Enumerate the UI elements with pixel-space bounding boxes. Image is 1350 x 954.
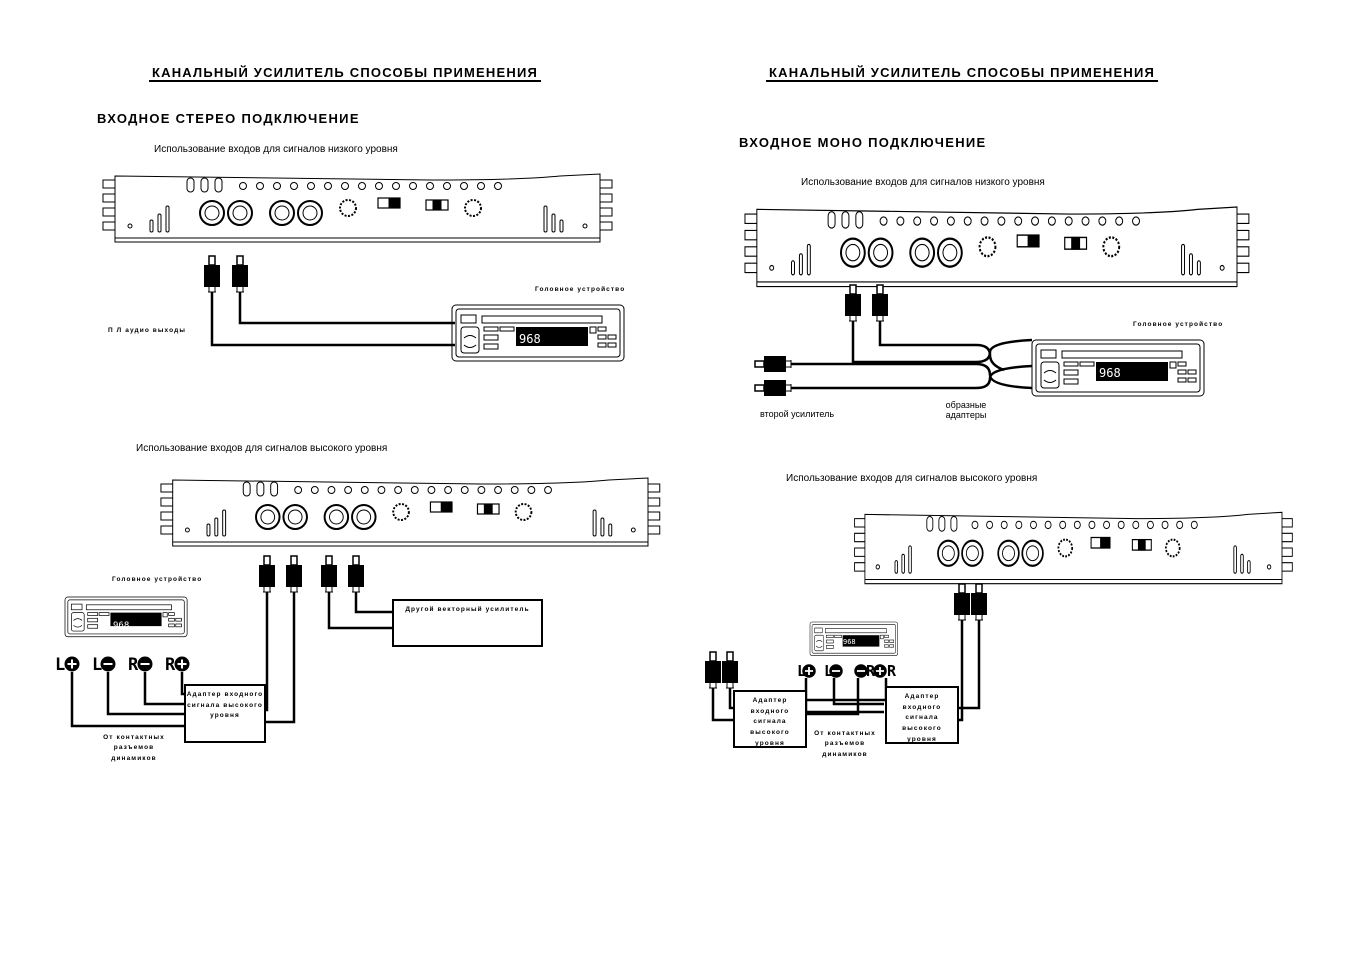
left-terminal-label-3: R [128,655,139,675]
left-section-title: ВХОДНОЕ СТЕРЕО ПОДКЛЮЧЕНИЕ [97,111,360,126]
right-low-display: 968 [1099,366,1121,380]
amplifier-right-high [853,511,1294,585]
right-speaker-source-label: От контактных разъемов динамиков [814,730,876,758]
left-speaker-source-label: От контактных разъемов динамиков [103,734,165,762]
right-terminal-label-4: R [887,662,897,680]
rca-plugs-left-high [258,555,365,593]
right-low-head-unit-label: Головное устройство [1133,321,1224,328]
rca-plugs-left-low [203,255,249,293]
y-adapter-label: образные адаптеры [945,400,987,421]
left-terminal-label-4: R [165,655,176,675]
left-low-display: 968 [519,332,541,346]
amplifier-right-low [743,205,1251,288]
rca-plugs-right-low [754,284,889,397]
left-page-header: КАНАЛЬНЫЙ УСИЛИТЕЛЬ СПОСОБЫ ПРИМЕНЕНИЯ [149,66,542,82]
cables-left-high [70,592,393,728]
left-adapter-box: Адаптер входного сигнала высокого уровня [184,684,266,743]
right-section-title: ВХОДНОЕ МОНО ПОДКЛЮЧЕНИЕ [739,135,987,150]
second-amp-label: второй усилитель [760,409,835,419]
right-low-caption: Использование входов для сигналов низког… [801,177,1045,188]
right-terminal-label-2: L [824,662,834,680]
amplifier-left-low [102,173,613,243]
right-adapter-box-right: Адаптер входного сигнала высокого уровня [885,686,959,744]
right-terminal-label-1: L [797,662,807,680]
right-high-caption: Использование входов для сигналов высоко… [786,473,1038,484]
left-low-outputs-label: П Л аудио выходы [108,327,186,334]
left-high-head-unit-label: Головное устройство [112,576,203,583]
left-high-caption: Использование входов для сигналов высоко… [136,443,388,454]
right-high-display: 968 [843,638,856,646]
cables-left-low [210,292,455,347]
right-page-header: КАНАЛЬНЫЙ УСИЛИТЕЛЬ СПОСОБЫ ПРИМЕНЕНИЯ [766,66,1159,82]
left-terminal-label-1: L [55,655,66,675]
left-high-display: 968 [113,621,130,631]
other-amp-box: Другой векторный усилитель [392,599,543,647]
amplifier-left-high [159,477,661,547]
left-low-caption: Использование входов для сигналов низког… [154,144,398,155]
cables-right-low [791,321,1033,390]
right-adapter-box-left: Адаптер входного сигнала высокого уровня [733,690,807,748]
left-terminal-label-2: L [92,655,103,675]
right-terminal-label-3: R [866,662,876,680]
left-low-head-unit-label: Головное устройство [535,286,626,293]
